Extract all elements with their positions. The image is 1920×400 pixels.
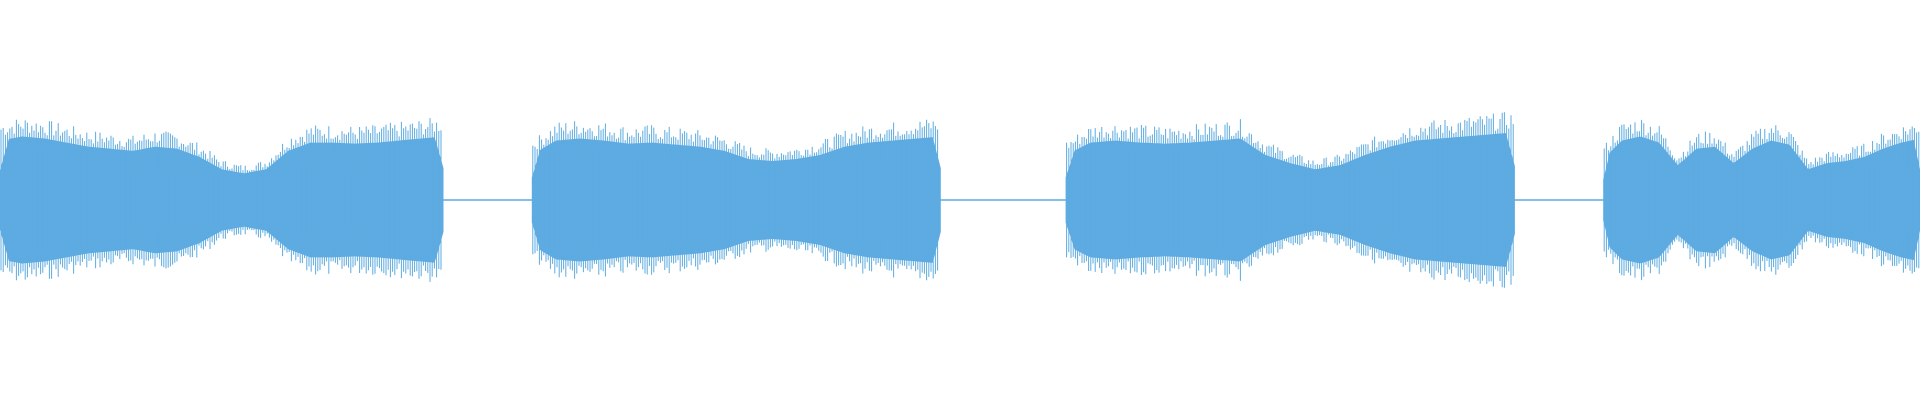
segment-3-peaks <box>1066 112 1514 288</box>
segment-2-peaks <box>532 119 939 281</box>
segment-4-peaks <box>1603 119 1920 281</box>
segment-1-peaks <box>0 118 442 282</box>
waveform-segments <box>0 112 1920 288</box>
segment-4-body <box>1603 136 1920 264</box>
segment-3-body <box>1065 133 1515 267</box>
segment-2-body <box>531 137 941 263</box>
